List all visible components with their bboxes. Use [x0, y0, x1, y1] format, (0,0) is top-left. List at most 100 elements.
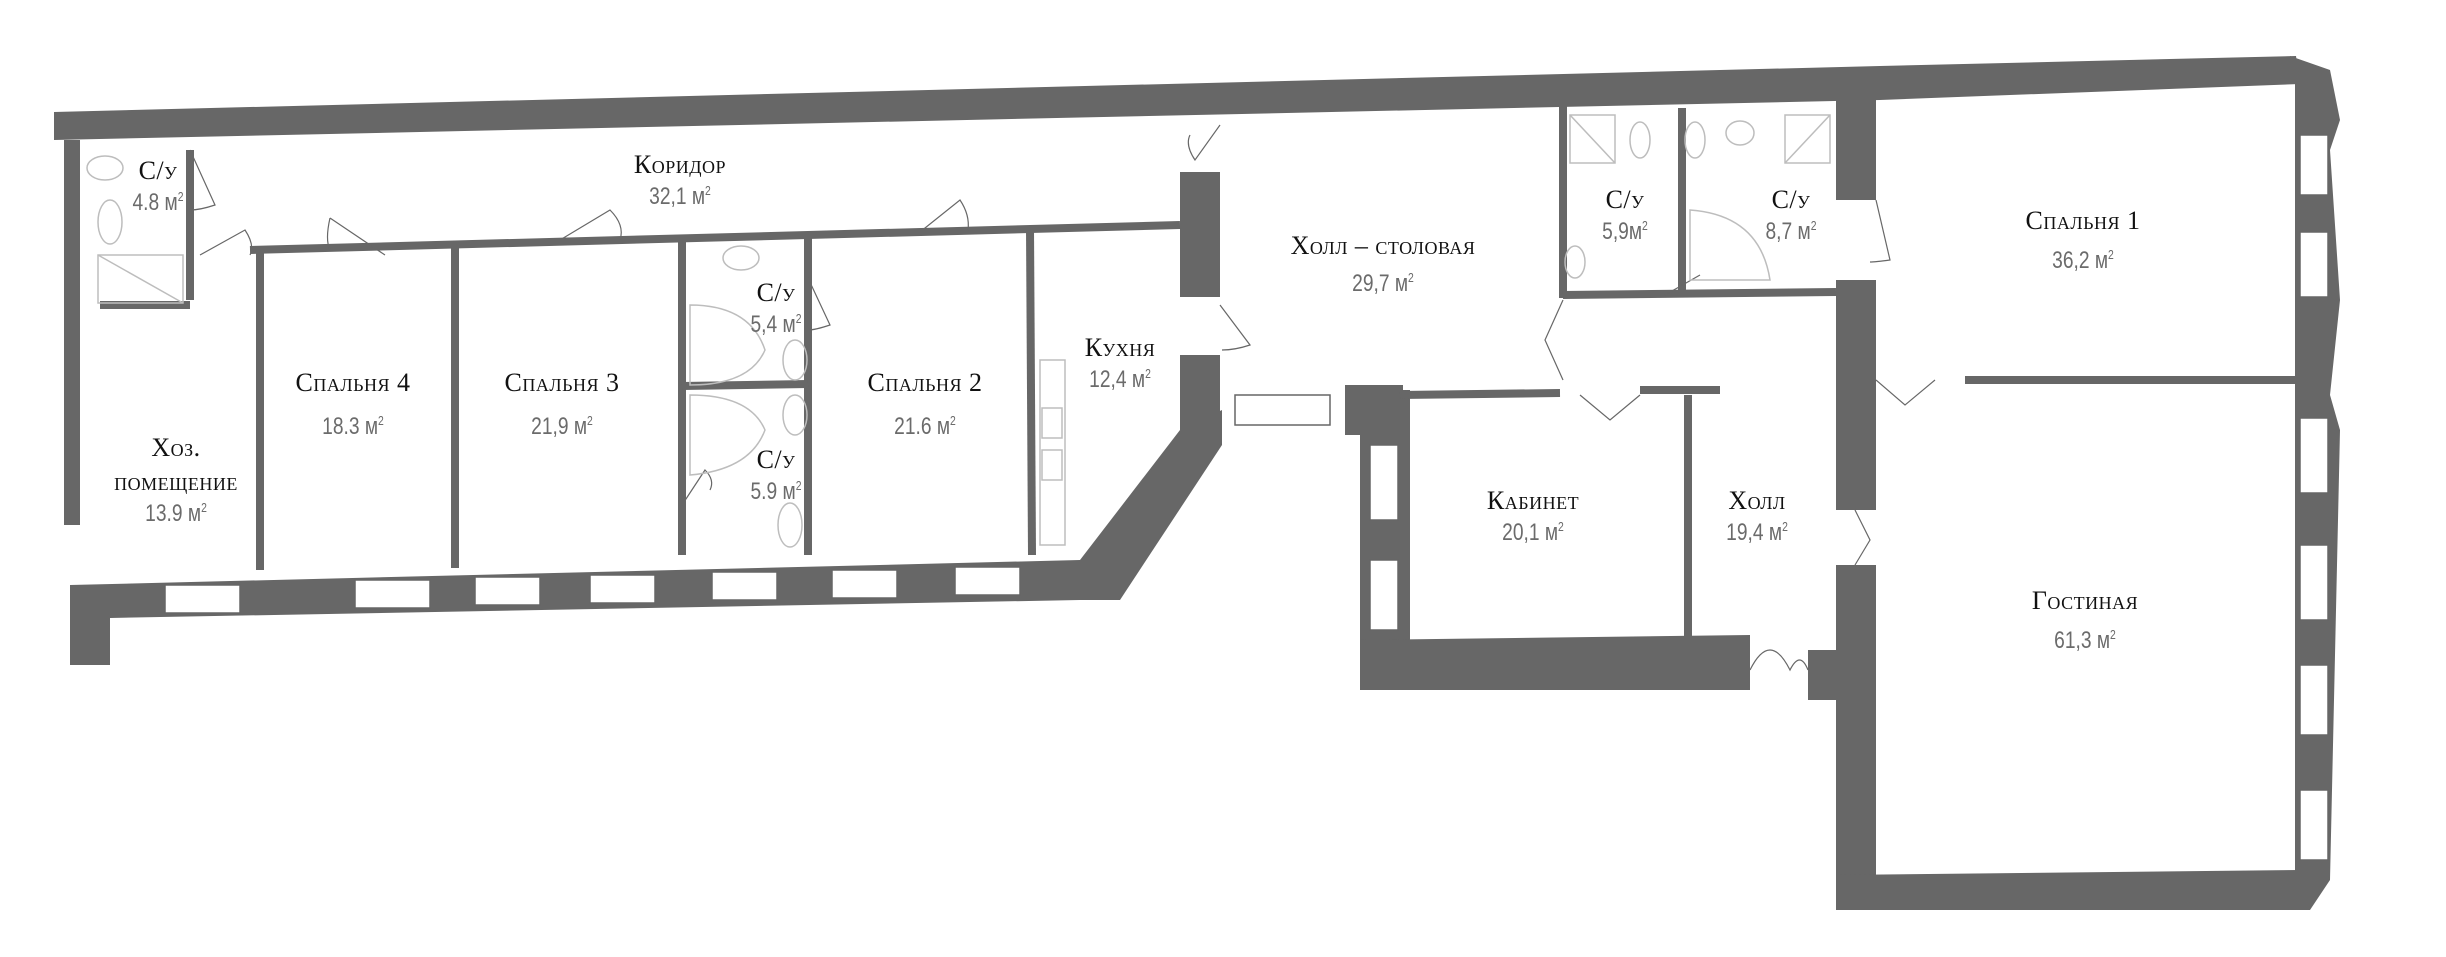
partition-b2-kitchen: [1026, 227, 1036, 556]
room-name: Кабинет: [1486, 486, 1580, 515]
room-area: 4.8 м2: [132, 189, 184, 216]
room-name: Спальня 1: [2025, 206, 2141, 235]
wall-living-bottom: [1836, 870, 2310, 910]
window: [589, 574, 656, 604]
door-swing: [807, 277, 831, 331]
room-area: 21,9 м2: [531, 413, 593, 440]
window: [2299, 417, 2329, 494]
room-label-bedroom-3: Спальня 3 21,9 м2: [505, 370, 620, 439]
toilet-icon: [86, 155, 124, 181]
wall-center-upper: [1836, 100, 1876, 200]
sink-icon: [722, 245, 760, 271]
window: [831, 569, 898, 599]
door-swing: [681, 469, 713, 506]
door-swing: [1869, 199, 1891, 263]
window: [164, 584, 241, 614]
wall-top-left: [54, 66, 1880, 140]
bathtub-icon: [689, 394, 766, 476]
door-swing: [326, 217, 386, 256]
room-label-hall-dining: Холл – столовая 29,7 м2: [1291, 233, 1476, 296]
window: [1369, 559, 1399, 631]
wall-pillar-1: [1180, 172, 1220, 297]
window: [2299, 789, 2329, 861]
wall-pillar-4: [1808, 650, 1836, 700]
door-swing: [1544, 299, 1564, 381]
room-name: Спальня 2: [867, 368, 983, 397]
room-area: 36,2 м2: [2052, 247, 2114, 274]
door-swing: [1854, 509, 1871, 566]
bathtub-icon: [689, 304, 766, 386]
window: [1369, 444, 1399, 521]
wall-pillar-3: [1345, 385, 1403, 435]
room-label-hall: Холл 19,4 м2: [1718, 488, 1795, 545]
door-swing: [1875, 379, 1936, 406]
shower-icon: [1569, 114, 1616, 164]
window: [2299, 134, 2329, 196]
partition-study-top: [1399, 389, 1561, 399]
wall-left: [64, 140, 80, 525]
room-name: С/у: [1771, 185, 1811, 214]
door-swing: [559, 209, 622, 241]
wall-diagonal: [1080, 410, 1222, 600]
room-area: 21.6 м2: [894, 413, 956, 440]
room-name: Холл – столовая: [1290, 231, 1476, 260]
room-label-utility: Хоз. помещение 13.9 м2: [114, 435, 238, 526]
wall-pillar-2: [1180, 355, 1220, 430]
window: [711, 571, 778, 601]
room-label-wc-1: С/у 4.8 м2: [126, 158, 190, 215]
room-name: С/у: [1605, 185, 1645, 214]
room-label-bedroom-4: Спальня 4 18.3 м2: [296, 370, 411, 439]
shower-icon: [97, 254, 184, 304]
room-label-corridor: Коридор 32,1 м2: [634, 152, 726, 209]
sink-icon: [777, 502, 803, 548]
room-area: 5,4 м2: [750, 311, 802, 338]
room-label-bedroom-2: Спальня 2 21.6 м2: [868, 370, 983, 439]
wall-center-lower: [1836, 565, 1876, 910]
room-label-wc-2: С/у 5,4 м2: [744, 280, 808, 337]
room-label-living-room: Гостиная 61,3 м2: [2032, 588, 2138, 653]
kitchen-sink-icon: [1041, 449, 1063, 481]
door-swing: [1579, 394, 1641, 421]
bathtub-icon: [1689, 209, 1771, 281]
toilet-icon: [782, 339, 808, 381]
room-name: Коридор: [633, 150, 727, 179]
room-name-line1: Хоз.: [151, 433, 201, 462]
partition-wc2-wc3: [681, 380, 809, 390]
room-area: 32,1 м2: [649, 183, 711, 210]
partition-bedrooms-top: [249, 221, 1181, 254]
room-name: С/у: [756, 278, 796, 307]
window: [474, 576, 541, 606]
room-area: 12,4 м2: [1089, 366, 1151, 393]
room-area: 18.3 м2: [322, 413, 384, 440]
room-name: Кухня: [1084, 333, 1156, 362]
door-swing: [1664, 274, 1701, 296]
window: [2299, 231, 2329, 298]
wall-study-bottom: [1360, 635, 1750, 690]
room-name: С/у: [756, 445, 796, 474]
room-label-wc-3: С/у 5.9 м2: [744, 447, 808, 504]
sink-icon: [1564, 245, 1586, 279]
wall-center-mid: [1836, 280, 1876, 510]
room-label-bedroom-1: Спальня 1 36,2 м2: [2026, 208, 2141, 273]
window: [2299, 664, 2329, 736]
door-swing: [1187, 124, 1221, 162]
door-swing: [1749, 649, 1809, 672]
room-area: 5,9м2: [1602, 218, 1648, 245]
partition-wc-bottom: [1562, 288, 1837, 299]
room-area: 5.9 м2: [750, 478, 802, 505]
room-name: Гостиная: [2031, 586, 2139, 615]
room-name: Спальня 4: [295, 368, 411, 397]
room-name: С/у: [138, 156, 178, 185]
door-swing: [189, 149, 216, 211]
wall-top-right: [1880, 56, 2300, 100]
room-label-wc-5: С/у 8,7 м2: [1759, 187, 1823, 244]
room-name-line2: помещение: [114, 467, 238, 496]
stove-icon: [1041, 407, 1063, 439]
toilet-icon: [782, 394, 808, 436]
room-area: 13.9 м2: [145, 500, 207, 527]
room-label-wc-4: С/у 5,9м2: [1596, 187, 1653, 244]
window: [1234, 394, 1331, 426]
door-swing: [919, 199, 969, 233]
window: [2299, 544, 2329, 621]
